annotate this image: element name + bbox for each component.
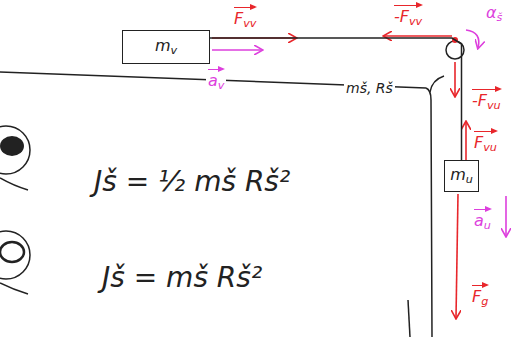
mass-block: mv xyxy=(122,30,210,64)
mass-label: mu xyxy=(450,166,473,186)
subscript: u xyxy=(466,173,473,186)
symbol: F xyxy=(472,287,481,306)
symbol: F xyxy=(474,133,483,152)
mass-block: mu xyxy=(444,160,479,192)
symbol: F xyxy=(234,9,243,28)
accel-arrow xyxy=(212,49,262,51)
subscript: vu xyxy=(483,141,497,154)
table-edge xyxy=(426,88,432,337)
subscript: v xyxy=(170,44,177,57)
force-arrow xyxy=(465,122,467,160)
accel-arrow xyxy=(505,196,507,236)
subscript: vv xyxy=(243,17,256,30)
angular-accel-label: αš xyxy=(484,4,504,25)
force-arrow xyxy=(454,62,456,96)
force-arrow xyxy=(384,35,452,37)
angular-accel-arrow xyxy=(466,30,479,48)
disc-fill xyxy=(0,136,24,156)
symbol: a xyxy=(208,71,218,90)
accel-label: au xyxy=(472,206,493,233)
symbol: m xyxy=(155,36,171,55)
disc-shadow xyxy=(0,178,28,190)
ring-shadow xyxy=(0,283,28,294)
formula: Jš = ½ mš Rš² xyxy=(92,166,292,198)
symbol: a xyxy=(474,211,484,230)
force-label: Fvv xyxy=(232,4,258,31)
force-arrow xyxy=(456,194,458,318)
mass-label: mv xyxy=(155,37,177,57)
subscript: vv xyxy=(409,15,422,28)
subscript: š xyxy=(497,11,503,24)
accel-label: av xyxy=(206,66,226,93)
subscript: u xyxy=(484,219,491,232)
pulley-label: mš, Rš xyxy=(344,80,395,96)
subscript: g xyxy=(481,295,488,308)
ring-inner xyxy=(0,242,24,262)
force-label: -Fvu xyxy=(470,86,503,113)
force-label: Fvu xyxy=(472,128,499,155)
ring-icon xyxy=(0,231,30,279)
pulley-bracket xyxy=(430,76,444,92)
symbol: -F xyxy=(472,91,487,110)
formula: Jš = mš Rš² xyxy=(100,262,264,294)
force-label: Fg xyxy=(470,282,490,309)
symbol: -F xyxy=(394,7,409,26)
disc-icon xyxy=(0,126,30,174)
table-leg xyxy=(408,300,410,337)
subscript: vu xyxy=(487,99,501,112)
subscript: v xyxy=(218,79,225,92)
force-label: -Fvv xyxy=(392,2,424,29)
symbol: m xyxy=(450,165,466,184)
rope xyxy=(210,38,462,160)
symbol: α xyxy=(486,3,497,22)
